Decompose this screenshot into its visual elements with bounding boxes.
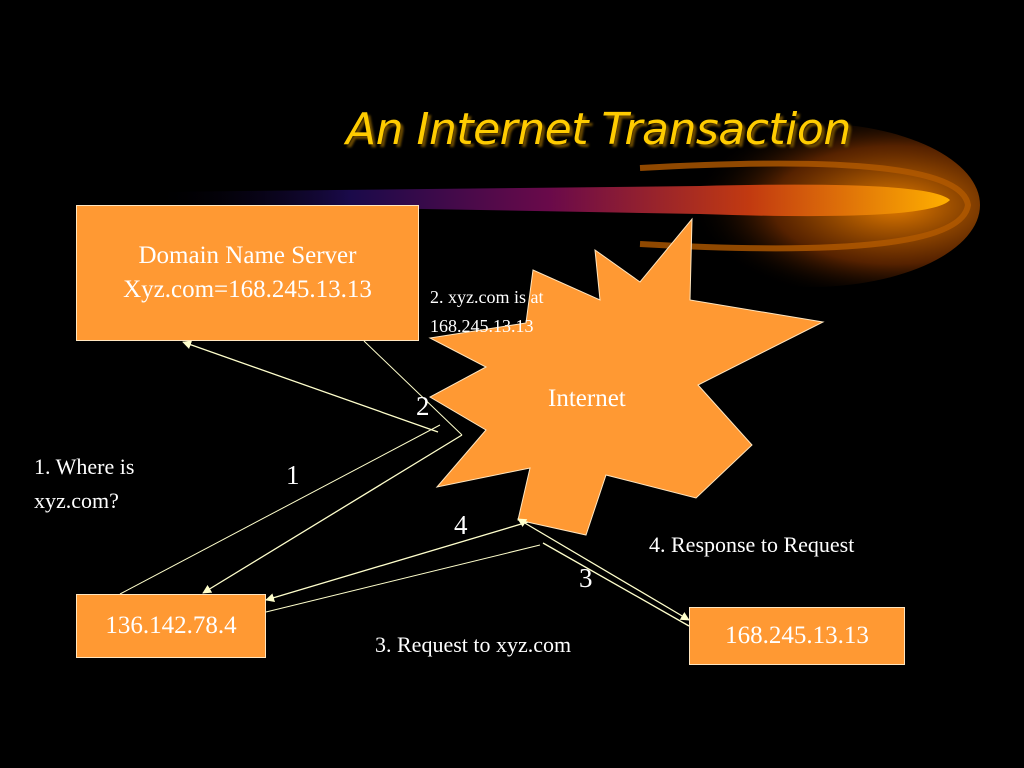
decorative-swoosh <box>150 123 980 287</box>
client-box: 136.142.78.4 <box>76 594 266 658</box>
server-box: 168.245.13.13 <box>689 607 905 665</box>
dns-mapping-label: Xyz.com=168.245.13.13 <box>123 276 372 303</box>
step2-description-line1: 2. xyz.com is at <box>430 287 544 307</box>
connector-client-request <box>265 544 541 613</box>
step4-description: 4. Response to Request <box>649 532 855 557</box>
page-title: An Internet Transaction <box>346 104 851 155</box>
step3-description: 3. Request to xyz.com <box>375 632 572 657</box>
connector-dns-to-internet <box>363 340 463 436</box>
arrow-internet-server <box>517 518 690 621</box>
step1-description-line1: 1. Where is <box>34 454 135 479</box>
arrow-dns-reply-to-client <box>202 434 463 594</box>
swoosh-band <box>150 184 950 217</box>
internet-label: Internet <box>548 385 626 412</box>
step2-number: 2 <box>416 391 430 421</box>
step1-description-line2: xyz.com? <box>34 488 119 513</box>
step4-number: 4 <box>454 510 468 540</box>
client-ip-label: 136.142.78.4 <box>105 612 237 639</box>
server-ip-label: 168.245.13.13 <box>725 622 869 649</box>
step1-number: 1 <box>286 460 300 490</box>
step2-description-line2: 168.245.13.13 <box>430 316 534 336</box>
arrow-query-to-dns <box>182 340 439 433</box>
arrow-response-to-client <box>265 521 529 603</box>
arrow-server-response <box>542 542 690 627</box>
internet-starburst <box>428 217 825 536</box>
dns-server-box: Domain Name Server Xyz.com=168.245.13.13 <box>76 205 419 341</box>
step3-number: 3 <box>579 563 593 593</box>
swoosh-ring <box>639 160 972 252</box>
dns-server-label: Domain Name Server <box>138 242 357 269</box>
connector-client-to-internet <box>119 424 441 595</box>
